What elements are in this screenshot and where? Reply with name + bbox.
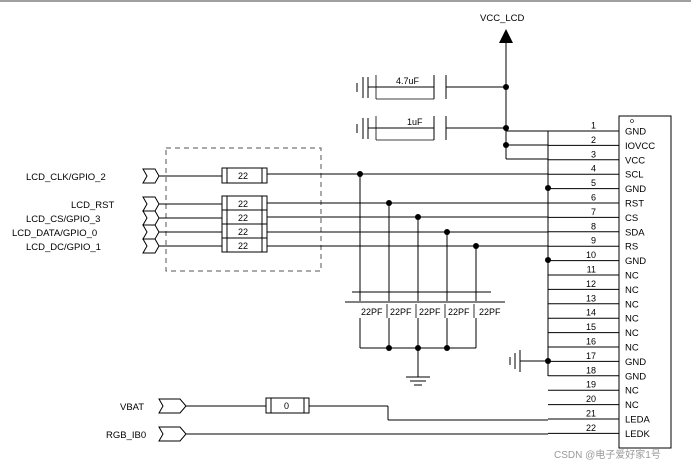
pin-number: 1	[591, 121, 596, 131]
resistor-dc: 22	[221, 237, 268, 253]
pin-number: 13	[586, 293, 596, 303]
pin-name: GND	[625, 256, 646, 267]
pin-name: NC	[625, 343, 639, 354]
pin-name: NC	[625, 328, 639, 339]
pin-number: 16	[586, 337, 596, 347]
connector-body	[618, 115, 672, 449]
resistor-rst: 22	[221, 195, 268, 211]
capacitor-value: 1uF	[407, 117, 423, 127]
junction-dot	[415, 214, 421, 220]
pin-name: GND	[625, 184, 646, 195]
pin-number: 19	[586, 380, 596, 390]
pin-name: NC	[625, 299, 639, 310]
pin-number: 17	[586, 351, 596, 361]
pin-number: 10	[586, 250, 596, 260]
signal-label: LCD_RST	[71, 200, 114, 211]
pin-name: RST	[625, 199, 644, 210]
resistor-value: 22	[238, 199, 248, 209]
pin-number: 20	[586, 394, 596, 404]
pin-name: NC	[625, 271, 639, 282]
junction-dot	[473, 243, 479, 249]
filter-cap-labels: 22PF 22PF 22PF 22PF 22PF	[361, 307, 501, 317]
vcc-lcd-label: VCC_LCD	[480, 13, 524, 24]
resistor-data: 22	[221, 223, 268, 239]
pin-name: SCL	[625, 170, 643, 181]
pin-number: 9	[591, 236, 596, 246]
port-lcd-clk: LCD_CLK/GPIO_2	[26, 168, 160, 184]
pin-name: NC	[625, 285, 639, 296]
capacitor-value: 4.7uF	[396, 76, 420, 86]
pin-name: CS	[625, 213, 638, 224]
port-rgb: RGB_IB0	[106, 426, 187, 442]
pin-number: 11	[587, 265, 596, 275]
connector-pins: 1GND2IOVCC3VCC4SCL5GND6RST7CS8SDA9RS10GN…	[548, 121, 655, 440]
pin-number: 22	[586, 423, 596, 433]
pin-number: 4	[591, 164, 596, 174]
resistor-array-box	[165, 147, 322, 272]
port-lcd-dc: LCD_DC/GPIO_1	[26, 238, 160, 254]
pin-number: 5	[591, 178, 596, 188]
filter-cap-value: 22PF	[448, 307, 470, 317]
pin-number: 18	[586, 365, 596, 375]
signal-label: LCD_CS/GPIO_3	[26, 214, 100, 225]
ground-icon-side	[509, 350, 548, 372]
pin-number: 3	[591, 149, 596, 159]
resistor-clk: 22	[221, 167, 268, 184]
filter-cap-value: 22PF	[419, 307, 441, 317]
vcc-arrow-icon	[499, 29, 513, 43]
pin-name: RS	[625, 242, 638, 253]
pin-number: 12	[586, 279, 596, 289]
pin-number: 15	[586, 322, 596, 332]
pin-name: GND	[625, 127, 646, 138]
pin-name: NC	[625, 314, 639, 325]
pin-number: 2	[591, 135, 596, 145]
pin-name: NC	[625, 400, 639, 411]
junction-dot	[503, 142, 509, 148]
resistor-value: 22	[238, 213, 248, 223]
pin-name: VCC	[625, 155, 645, 166]
junction-dot	[444, 345, 450, 351]
junction-dot	[357, 171, 363, 177]
junction-dot	[386, 345, 392, 351]
pin1-marker-icon	[630, 119, 634, 123]
junction-dot	[545, 257, 551, 263]
resistor-backlight: 0	[265, 397, 310, 414]
resistor-value: 22	[238, 171, 248, 181]
pin-name: IOVCC	[625, 141, 655, 152]
pin-number: 7	[591, 207, 596, 217]
pin-name: LEDA	[625, 415, 650, 426]
resistor-value: 22	[238, 241, 248, 251]
filter-cap-value: 22PF	[390, 307, 412, 317]
pin-name: GND	[625, 371, 646, 382]
signal-label: LCD_CLK/GPIO_2	[26, 172, 106, 183]
port-lcd-rst: LCD_RST	[71, 196, 160, 212]
pin-name: SDA	[625, 227, 645, 238]
junction-dot	[386, 200, 392, 206]
resistor-value: 22	[238, 227, 248, 237]
signal-label: RGB_IB0	[106, 430, 146, 441]
pin-number: 8	[591, 221, 596, 231]
pin-name: NC	[625, 386, 639, 397]
junction-dot	[444, 229, 450, 235]
signal-label: VBAT	[120, 402, 144, 413]
capacitor-1uf: 1uF	[356, 116, 506, 141]
filter-cap-value: 22PF	[479, 307, 501, 317]
port-lcd-cs: LCD_CS/GPIO_3	[26, 210, 160, 226]
signal-label: LCD_DATA/GPIO_0	[12, 228, 97, 239]
capacitor-4-7uf: 4.7uF	[356, 75, 506, 100]
pin-number: 21	[586, 409, 596, 419]
pin-name: LEDK	[625, 429, 650, 440]
pin-name: GND	[625, 357, 646, 368]
resistor-value: 0	[284, 401, 289, 411]
pin-number: 6	[591, 193, 596, 203]
signal-label: LCD_DC/GPIO_1	[26, 242, 101, 253]
port-lcd-data: LCD_DATA/GPIO_0	[12, 224, 160, 240]
watermark: CSDN @电子爱好家1号	[554, 448, 661, 461]
ground-icon	[406, 376, 430, 386]
resistor-cs: 22	[221, 209, 268, 225]
port-vbat: VBAT	[120, 398, 187, 414]
filter-cap-value: 22PF	[361, 307, 383, 317]
pin-number: 14	[586, 308, 596, 318]
